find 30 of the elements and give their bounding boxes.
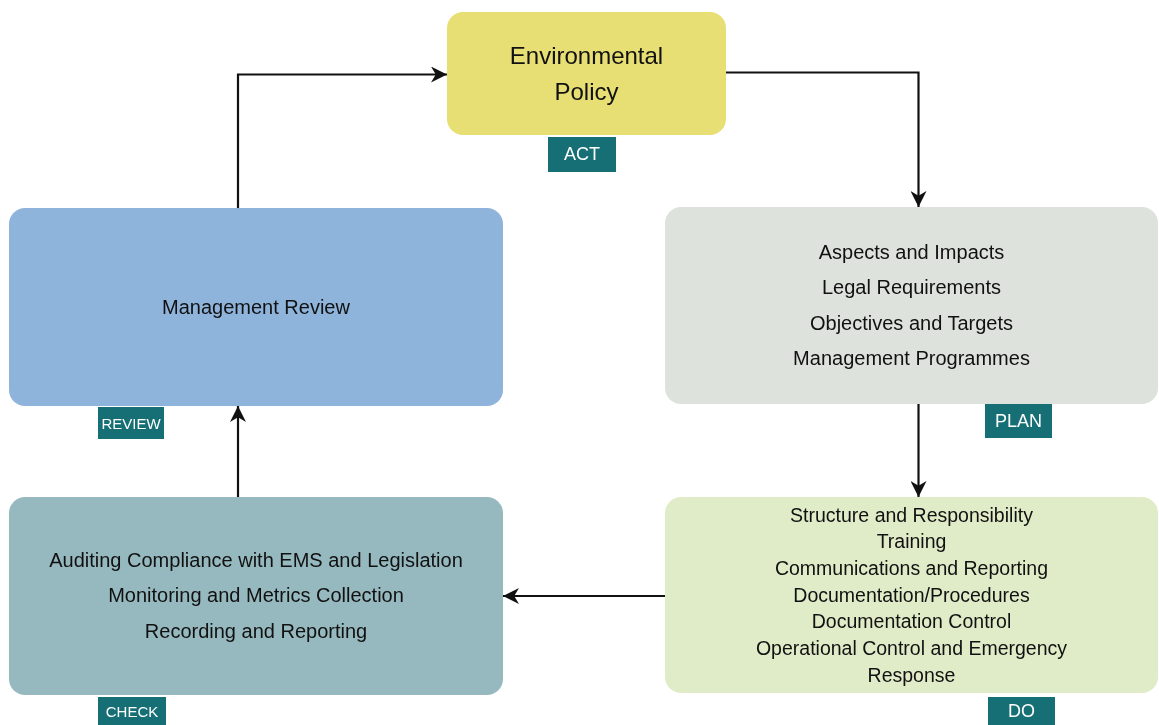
box-item: Recording and Reporting bbox=[144, 618, 368, 644]
box-item: Aspects and Impacts bbox=[818, 239, 1005, 265]
arrow bbox=[236, 66, 447, 208]
box-item: Structure and Responsibility bbox=[790, 502, 1033, 528]
process-box bbox=[447, 12, 726, 135]
box-item: Legal Requirements bbox=[822, 275, 1001, 300]
box-item: Management Programmes bbox=[793, 346, 1030, 371]
box-item: Monitoring and Metrics Collection bbox=[108, 583, 404, 609]
box-item: Communications and Reporting bbox=[774, 555, 1049, 581]
stage-tag: REVIEW bbox=[98, 407, 164, 439]
box-title: Environmental Policy bbox=[508, 40, 665, 107]
process-box bbox=[9, 208, 503, 406]
stage-tag: PLAN bbox=[985, 404, 1052, 438]
box-item: Documentation/Procedures bbox=[793, 582, 1030, 608]
box-item: Operational Control and Emergency Response bbox=[754, 636, 1069, 688]
process-box bbox=[9, 497, 503, 695]
stage-tag: DO bbox=[988, 697, 1055, 725]
arrow bbox=[503, 588, 665, 604]
box-item: Training bbox=[876, 529, 947, 555]
box-item: Objectives and Targets bbox=[809, 310, 1014, 336]
process-box bbox=[665, 497, 1158, 693]
process-box bbox=[665, 207, 1158, 404]
arrow bbox=[230, 406, 246, 497]
box-item: Management Review bbox=[162, 295, 350, 320]
box-item: Auditing Compliance with EMS and Legislation bbox=[49, 547, 463, 573]
arrow bbox=[726, 71, 927, 207]
arrow bbox=[910, 404, 927, 497]
box-item: Documentation Control bbox=[811, 609, 1012, 635]
stage-tag: ACT bbox=[548, 137, 616, 172]
stage-tag: CHECK bbox=[98, 697, 166, 725]
